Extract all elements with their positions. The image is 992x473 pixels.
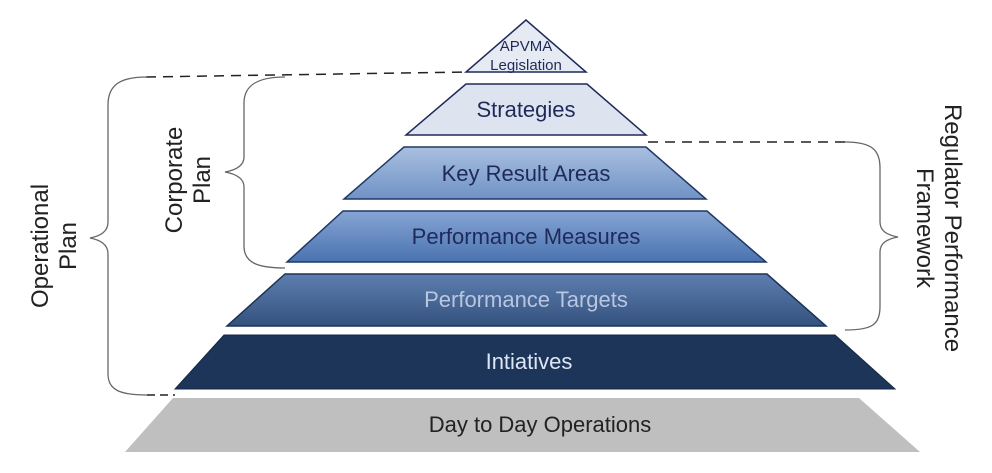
- corporate-plan-brace: [224, 76, 286, 269]
- key-result-areas-level: [341, 146, 709, 200]
- regulator-framework-label-line1: Regulator Performance: [939, 104, 966, 352]
- operational-plan-label-line1: Operational: [27, 184, 54, 308]
- operational-plan-label-line2: Plan: [55, 222, 82, 270]
- key-result-areas-label: Key Result Areas: [442, 161, 611, 186]
- operational-plan-brace: [89, 76, 148, 396]
- regulator-framework-brace: [844, 141, 899, 331]
- operational-top-dashed-line: [145, 71, 467, 78]
- performance-measures-label: Performance Measures: [412, 224, 641, 249]
- day-to-day-operations-label: Day to Day Operations: [429, 412, 652, 437]
- corporate-plan-label-line1: Corporate: [161, 127, 188, 234]
- performance-targets-label: Performance Targets: [424, 287, 628, 312]
- initiatives-label: Intiatives: [486, 349, 573, 374]
- day-to-day-operations-level: [125, 398, 920, 452]
- regulator-framework-label-line2: Framework: [911, 168, 938, 289]
- corporate-plan-label-line2: Plan: [189, 156, 216, 204]
- performance-measures-level: [285, 210, 769, 263]
- initiatives-level: [173, 334, 897, 390]
- apex-level: [463, 19, 589, 73]
- apex-label-line2: Legislation: [490, 57, 562, 74]
- strategies-label: Strategies: [476, 97, 575, 122]
- apex-label-line1: APVMA: [500, 38, 553, 55]
- performance-targets-level: [225, 273, 828, 327]
- strategies-level: [403, 83, 649, 136]
